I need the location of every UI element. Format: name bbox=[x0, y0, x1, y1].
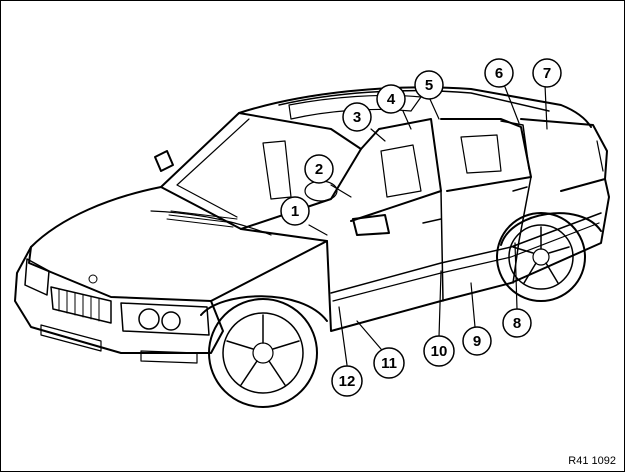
leader-lines bbox=[308, 84, 548, 366]
callout-9: 9 bbox=[462, 326, 492, 356]
callout-1: 1 bbox=[280, 196, 310, 226]
callout-label: 1 bbox=[291, 203, 299, 220]
callout-label: 3 bbox=[353, 109, 361, 126]
callout-circle bbox=[502, 308, 532, 338]
callout-label: 9 bbox=[473, 333, 481, 350]
callout-label: 4 bbox=[387, 91, 396, 108]
callout-6: 6 bbox=[484, 58, 514, 88]
callout-5: 5 bbox=[414, 70, 444, 100]
callout-circle bbox=[280, 196, 310, 226]
callout-circle bbox=[414, 70, 444, 100]
callout-circle bbox=[373, 347, 405, 379]
callout-label: 2 bbox=[315, 161, 323, 178]
callout-label: 10 bbox=[431, 343, 448, 360]
callout-label: 5 bbox=[425, 77, 433, 94]
callout-circle bbox=[423, 335, 455, 367]
callout-label: 12 bbox=[339, 373, 356, 390]
callout-circle bbox=[532, 58, 562, 88]
callout-11: 11 bbox=[373, 347, 405, 379]
callout-circle bbox=[342, 102, 372, 132]
callout-10: 10 bbox=[423, 335, 455, 367]
callout-2: 2 bbox=[304, 154, 334, 184]
callout-12: 12 bbox=[331, 365, 363, 397]
callout-7: 7 bbox=[532, 58, 562, 88]
callout-8: 8 bbox=[502, 308, 532, 338]
callout-label: 11 bbox=[381, 355, 397, 372]
callout-circle bbox=[331, 365, 363, 397]
figure-reference-code: R41 1092 bbox=[568, 455, 616, 467]
callout-circle bbox=[304, 154, 334, 184]
callout-label: 8 bbox=[513, 315, 521, 332]
callout-label: 7 bbox=[543, 65, 551, 82]
callout-circle bbox=[376, 84, 406, 114]
callout-4: 4 bbox=[376, 84, 406, 114]
callout-circle bbox=[484, 58, 514, 88]
callout-circle bbox=[462, 326, 492, 356]
callout-label: 6 bbox=[495, 65, 503, 82]
callout-3: 3 bbox=[342, 102, 372, 132]
car-body bbox=[14, 86, 610, 408]
